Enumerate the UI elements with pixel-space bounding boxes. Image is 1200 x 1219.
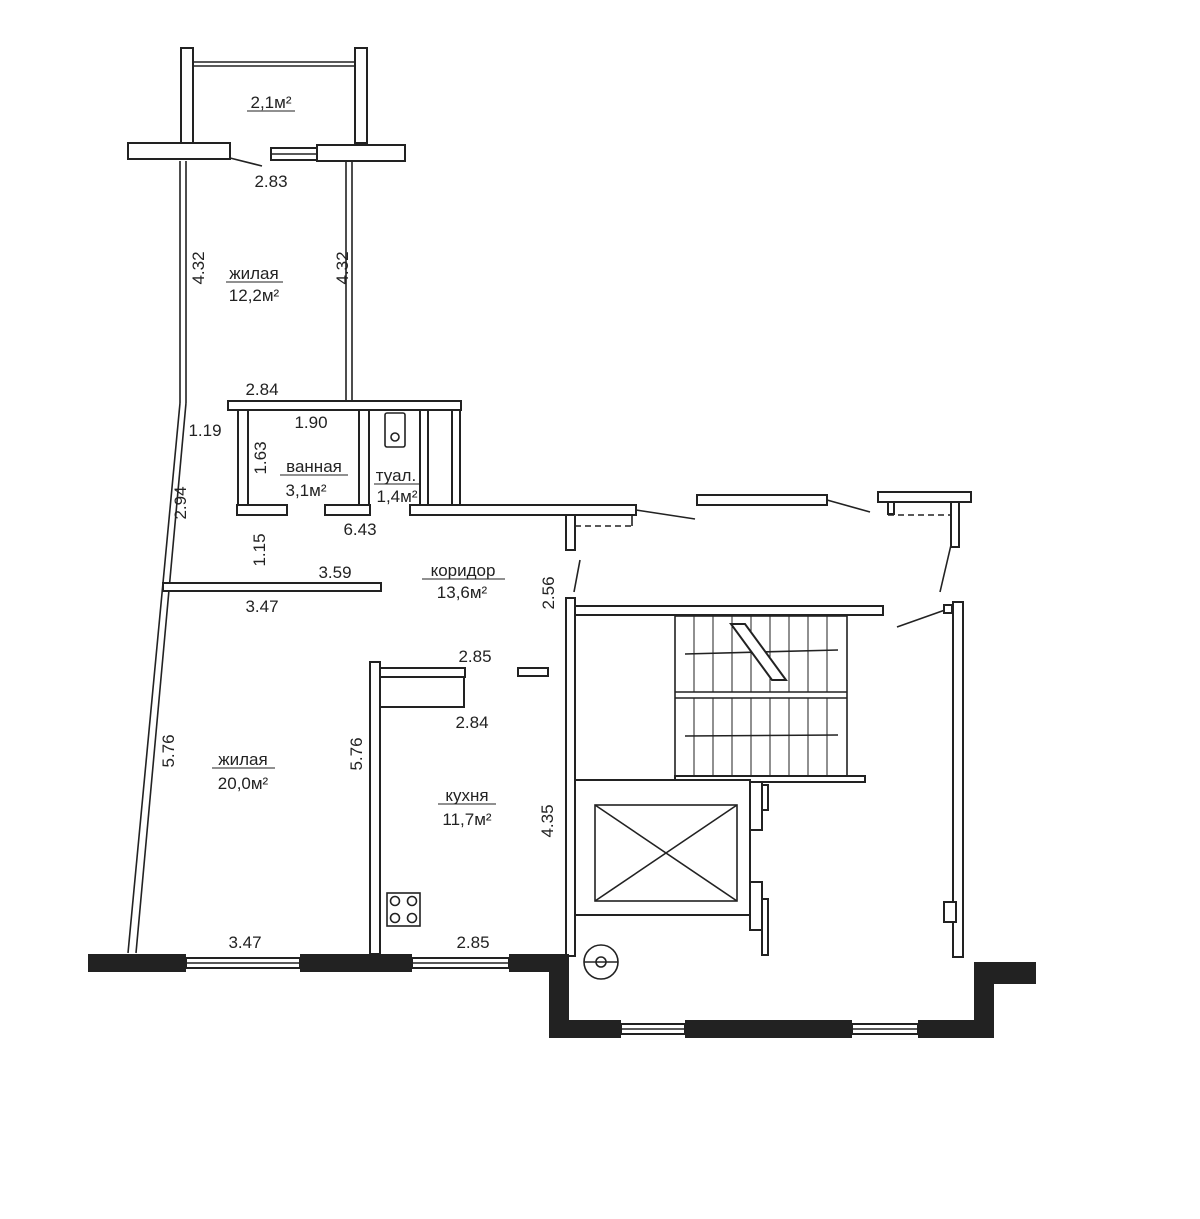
left-outer-wall [127,402,187,954]
dim-corridor-len: 6.43 [343,520,376,539]
dim-bath-height: 1.63 [251,441,270,474]
dim-bedroom-left: 4.32 [189,251,208,284]
living-area: 20,0м² [218,774,269,793]
kitchen-name: кухня [445,786,488,805]
dim-kitchen-bottom: 2.85 [456,933,489,952]
bathroom-name: ванная [286,457,342,476]
corridor-name: коридор [431,561,496,580]
bedroom-area: 12,2м² [229,286,280,305]
dim-bath-inner: 1.90 [294,413,327,432]
toilet-name: туал. [376,466,416,485]
kitchen-area: 11,7м² [442,810,492,829]
staircase [674,615,866,783]
kitchen-walls [369,661,549,955]
dim-kitchen-top: 2.85 [458,647,491,666]
dim-balcony-width: 2.83 [254,172,287,191]
elevator [574,779,769,956]
stair-shaft-wall [565,597,884,957]
dim-corridor-359: 3.59 [318,563,351,582]
dimension-labels: 2.83 4.32 4.32 2.84 1.90 1.19 1.63 2.94 … [159,172,558,952]
dim-bath-top: 2.84 [245,380,278,399]
toilet-area: 1,4м² [377,487,418,506]
balcony-area: 2,1м² [251,93,292,112]
bedroom-name: жилая [229,264,278,283]
living-name: жилая [218,750,267,769]
stair-hall-top [565,491,972,593]
dim-corridor-347: 3.47 [245,597,278,616]
stove-icon [386,892,421,927]
bathroom-block [227,400,637,516]
dim-left-294: 2.94 [171,486,190,519]
stair-hall-right [896,601,964,958]
dim-bedroom-right: 4.32 [333,251,352,284]
bathroom-area: 3,1м² [286,481,327,500]
chute-icon [583,944,619,980]
balcony [127,47,406,167]
dim-living-left: 5.76 [159,734,178,767]
corridor-area: 13,6м² [437,583,488,602]
bottom-outer-wall [88,954,1036,1038]
dim-living-bottom: 3.47 [228,933,261,952]
dim-living-right: 5.76 [347,737,366,770]
dim-corridor-256: 2.56 [539,576,558,609]
dim-kitchen-top2: 2.84 [455,713,488,732]
bedroom-walls [179,161,353,403]
stair-steps [693,616,828,776]
dim-left-119: 1.19 [188,421,221,440]
corridor-partition [162,582,382,592]
room-labels: 2,1м² жилая 12,2м² ванная 3,1м² туал. 1,… [212,93,505,829]
dim-left-115: 1.15 [250,533,269,566]
toilet-icon [384,412,406,448]
dim-kitchen-right: 4.35 [538,804,557,837]
